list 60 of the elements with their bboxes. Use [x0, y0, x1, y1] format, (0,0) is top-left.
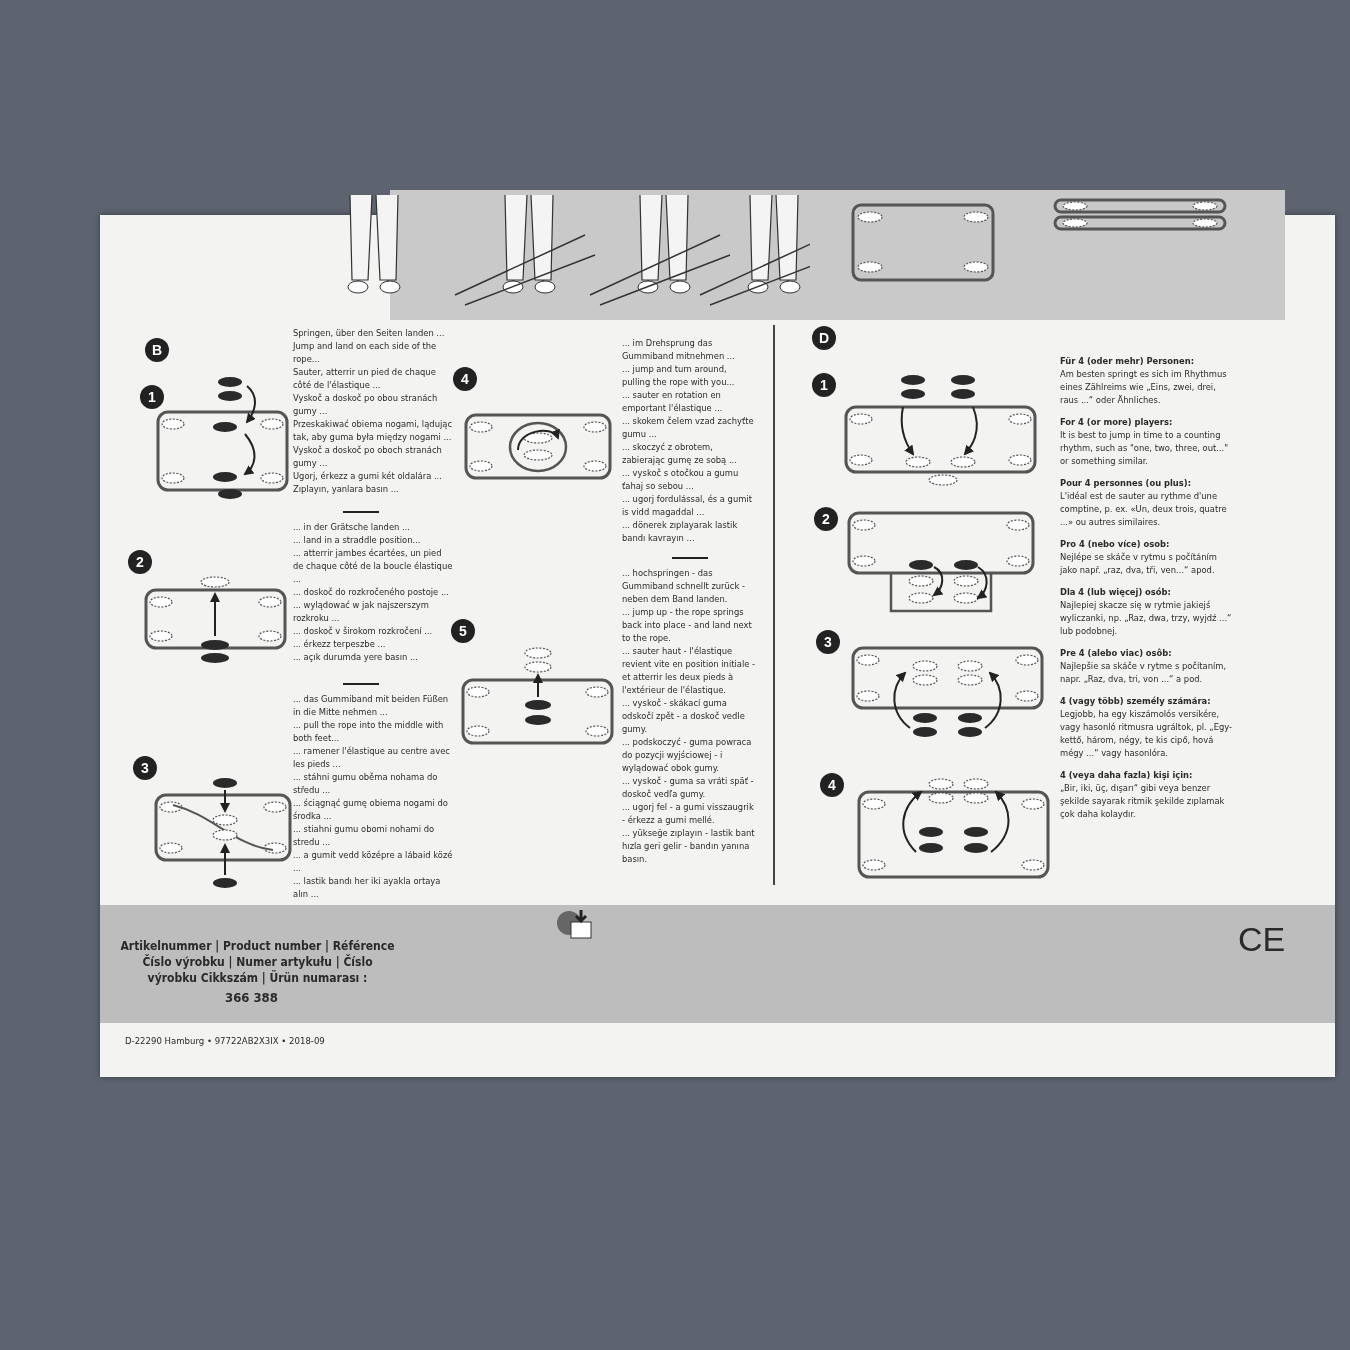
instruction-text: ... in der Grätsche landen ...	[293, 520, 411, 533]
section-heading: 4 (veya daha fazla) kişi için:	[1060, 768, 1194, 781]
instruction-text: Przeskakiwać obiema nogami, lądując tak, aby guma była między nogami ...	[293, 417, 453, 443]
footer-imprint: D-22290 Hamburg • 97722AB2X3IX • 2018-09	[125, 1035, 325, 1046]
instruction-text: ... a gumit vedd középre a lábaid közé ...	[293, 848, 453, 874]
instruction-text: ... das Gummiband mit beiden Füßen in die Mitte nehmen ...	[293, 692, 450, 718]
instruction-text: ... érkezz terpeszbe ...	[293, 637, 387, 650]
instruction-text: ... ściągnąć gumę obiema nogami do środka ...	[293, 796, 449, 822]
instruction-text: Sauter, atterrir un pied de chaque côté de l'élastique ...	[293, 365, 437, 391]
instruction-text: ... hochspringen - das Gummiband schnellt zurück - neben dem Band landen.	[622, 566, 746, 605]
section-heading: For 4 (or more) players:	[1060, 415, 1174, 428]
instruction-text: ... jump and turn around, pulling the rope with you...	[622, 362, 736, 388]
section-heading: Für 4 (oder mehr) Personen:	[1060, 354, 1196, 367]
product-number: 366 388	[225, 990, 278, 1005]
instruction-text: ... doskoč do rozkročeného postoje ...	[293, 585, 450, 598]
instruction-text: ... vyskoč s otočkou a gumu ťahaj so sebou ...	[622, 466, 740, 492]
instruction-text: ... doskoč v širokom rozkročení ...	[293, 624, 434, 637]
instruction-text: ... yükseğe zıplayın - lastik bant hızla geri gelir - bandın yanına basın.	[622, 826, 756, 865]
instruction-text: „Bir, iki, üç, dışarı“ gibi veya benzer şekilde sayarak ritmik şekilde zıplamak çok daha kolaydır.	[1060, 781, 1226, 820]
instruction-text: ... ramener l'élastique au centre avec les pieds ...	[293, 744, 451, 770]
instruction-text: ... vyskoč - guma sa vráti späť - doskoč vedľa gumy.	[622, 774, 755, 800]
instruction-text: ... sauter haut - l'élastique revient vite en position initiale - et atterrir les deux pieds à l'extérieur de l'élastique.	[622, 644, 757, 696]
instruction-text: L'idéal est de sauter au rythme d'une comptine, p. ex. «Un, deux trois, quatre ...» ou autres similaires.	[1060, 489, 1228, 528]
section-heading: Pro 4 (nebo více) osob:	[1060, 537, 1171, 550]
instruction-text: Zıplayın, yanlara basın ...	[293, 482, 400, 495]
section-heading: 4 (vagy több) személy számára:	[1060, 694, 1212, 707]
instruction-text: ... jump up - the rope springs back into place - and land next to the rope.	[622, 605, 753, 644]
instruction-text: ... vyskoč - skákací guma odskočí zpět - a doskoč vedle gumy.	[622, 696, 746, 735]
instruction-text: Nejlépe se skáče v rytmu s počítáním jako např. „raz, dva, tři, ven...“ apod.	[1060, 550, 1218, 576]
instruction-text: Springen, über den Seiten landen ...	[293, 326, 446, 339]
instruction-text: ... podskoczyć - guma powraca do pozycji wyjściowej - i wylądować obok gumy.	[622, 735, 753, 774]
instruction-text: Ugorj, érkezz a gumi két oldalára ...	[293, 469, 443, 482]
instruction-text: Vyskoč a doskoč po obou stranách gumy ...	[293, 391, 439, 417]
instruction-text: ... sauter en rotation en emportant l'élastique ...	[622, 388, 724, 414]
instruction-text: ... ugorj fordulással, és a gumit is vidd magaddal ...	[622, 492, 753, 518]
instruction-text: ... dönerek zıplayarak lastik bandı kavrayın ...	[622, 518, 739, 544]
instruction-text: Vyskoč a doskoč po oboch stranách gumy ...	[293, 443, 443, 469]
instruction-text: Am besten springt es sich im Rhythmus eines Zählreims wie „Eins, zwei, drei, raus ...“ oder Ähnliches.	[1060, 367, 1228, 406]
instruction-text: ... stiahni gumu obomi nohami do stredu ...	[293, 822, 436, 848]
section-heading: Pour 4 personnes (ou plus):	[1060, 476, 1192, 489]
instruction-text: ... açık durumda yere basın ...	[293, 650, 419, 663]
section-heading: Pre 4 (alebo viac) osôb:	[1060, 646, 1173, 659]
ce-mark: CE	[1238, 920, 1286, 959]
instruction-text: Najlepiej skacze się w rytmie jakiejś wyliczanki, np. „Raz, dwa, trzy, wyjdź ...“ lub podobnej.	[1060, 598, 1233, 637]
instruction-text: ... stáhni gumu oběma nohama do středu ...	[293, 770, 439, 796]
instruction-text: ... wylądować w jak najszerszym rozkroku ...	[293, 598, 430, 624]
instruction-text: ... ugorj fel - a gumi visszaugrik - érkezz a gumi mellé.	[622, 800, 755, 826]
instruction-text: ... skokem čelem vzad zachyťte gumu ...	[622, 414, 755, 440]
instruction-text: ... lastik bandı her iki ayakla ortaya alın ...	[293, 874, 442, 900]
instruction-text: It is best to jump in time to a counting rhythm, such as "one, two, three, out..." or something similar.	[1060, 428, 1230, 467]
instruction-text: Legjobb, ha egy kiszámolós versikére, vagy hasonló ritmusra ugráltok, pl. „Egy-kettő, három, négy, te kis cipő, hová mégy ...“ vagy hasonlóra.	[1060, 707, 1234, 759]
product-number-label: Artikelnummer | Product number | Référence Číslo výrobku | Numer artykułu | Číslo výrobku Cikkszám | Ürün numarası :	[120, 938, 395, 986]
instruction-text: ... land in a straddle position...	[293, 533, 422, 546]
instruction-text: ... pull the rope into the middle with both feet...	[293, 718, 445, 744]
instruction-text: Najlepšie sa skáče v rytme s počítaním, napr. „Raz, dva, tri, von ...“ a pod.	[1060, 659, 1228, 685]
instruction-text: ... skoczyć z obrotem, zabierając gumę ze sobą ...	[622, 440, 738, 466]
instruction-text: ... im Drehsprung das Gummiband mitnehmen ...	[622, 336, 736, 362]
instruction-text: ... atterrir jambes écartées, un pied de chaque côté de la boucle élastique ...	[293, 546, 453, 585]
instruction-text: Jump and land on each side of the rope...	[293, 339, 438, 365]
section-heading: Dla 4 (lub więcej) osób:	[1060, 585, 1172, 598]
